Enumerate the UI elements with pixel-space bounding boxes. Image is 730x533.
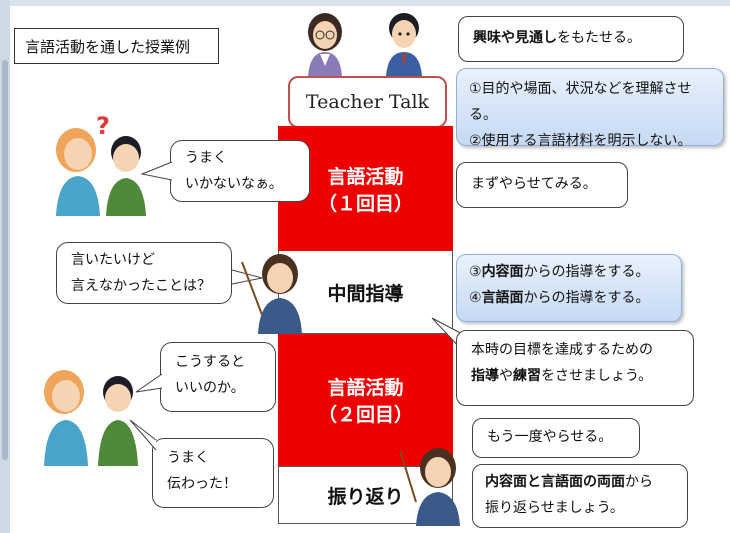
- guidance-line-2: ④言語面からの指導をする。: [469, 285, 669, 311]
- bubble1-tail: [140, 161, 173, 181]
- stage3-line2: （２回目）: [317, 404, 413, 426]
- blue-note-line-1: ①目的や場面、状況などを理解させる。: [469, 81, 692, 123]
- top-note-bold: 興味や見通し: [473, 30, 557, 46]
- stage2-note-mid: や: [499, 368, 513, 384]
- stage4-note-line-1: 内容面と言語面の両面から: [485, 469, 675, 495]
- stage4-note-line-2: 振り返らせましょう。: [485, 500, 624, 516]
- stage4-note: 内容面と言語面の両面から 振り返らせましょう。: [472, 464, 688, 528]
- stage2-note-bold-1: 指導: [471, 368, 499, 384]
- stage2-note-line-2: 指導や練習をさせましょう。: [471, 363, 679, 389]
- stage2-note-bold-2: 練習: [513, 368, 541, 384]
- left-scrollbar[interactable]: [0, 0, 10, 533]
- confused-students-illustration: ?: [56, 112, 146, 216]
- bubble1-line-1: うまく: [185, 150, 227, 166]
- teacher-talk-box: Teacher Talk: [288, 76, 447, 128]
- bubble2-line-1: 言いたいけど: [71, 252, 155, 268]
- diagram-title-text: 言語活動を通した授業例: [25, 37, 191, 56]
- teacher-talk-label: Teacher Talk: [305, 91, 430, 113]
- stage1-note-text: まずやらせてみる。: [471, 176, 597, 192]
- stage-intermediate-guidance: 中間指導: [278, 251, 453, 334]
- bubble-i-see: こうすると いいのか。: [160, 342, 276, 412]
- top-note: 興味や見通しをもたせる。: [458, 16, 684, 62]
- teacher-man-illustration: [386, 13, 422, 76]
- guidance-line-2-bold: 言語面: [481, 290, 524, 306]
- stage3-line1: 言語活動: [327, 377, 404, 399]
- stage-language-activity-2: 言語活動 （２回目）: [278, 334, 453, 466]
- happy-students-illustration: [44, 370, 138, 466]
- stage3-note-text: もう一度やらせる。: [487, 429, 613, 445]
- bubble2-line-2: 言えなかったことは？: [71, 278, 211, 294]
- bubble4-line-1: うまく: [167, 450, 209, 466]
- bubble-question: 言いたいけど 言えなかったことは？: [56, 242, 232, 304]
- svg-text:?: ?: [96, 112, 110, 140]
- stage1-line1: 言語活動: [327, 165, 404, 188]
- stage4-note-bold: 内容面と言語面の両面: [485, 474, 625, 490]
- stage1-line2: （１回目）: [317, 192, 413, 215]
- guidance-line-1-bold: 内容面: [481, 264, 524, 280]
- stage2-label: 中間指導: [327, 282, 404, 305]
- stage2-note-line-1: 本時の目標を達成するための: [471, 342, 653, 358]
- stage4-note-rest: から: [625, 474, 653, 490]
- bubble-got-across: うまく 伝わった！: [152, 438, 274, 508]
- teacher-reflection-illustration: [399, 448, 460, 526]
- blue-note-guidance: ③内容面からの指導をする。 ④言語面からの指導をする。: [456, 254, 682, 322]
- stage2-note-rest: をさせましょう。: [541, 368, 653, 384]
- guidance-line-2-rest: からの指導をする。: [523, 290, 650, 306]
- diagram-title: 言語活動を通した授業例: [14, 28, 219, 64]
- blue-note-line-2: ②使用する言語材料を明示しない。: [469, 133, 692, 149]
- bubble4-tail: [129, 419, 157, 451]
- blue-note-objectives: ①目的や場面、状況などを理解させる。 ②使用する言語材料を明示しない。: [456, 68, 724, 149]
- scrollbar-thumb[interactable]: [2, 60, 8, 460]
- bubble3-line-1: こうすると: [175, 354, 245, 370]
- guidance-line-1-rest: からの指導をする。: [523, 264, 650, 280]
- bubble-not-going-well: うまく いかないなぁ。: [170, 140, 310, 202]
- teacher-woman-illustration: [308, 13, 342, 76]
- stage4-label: 振り返り: [327, 485, 404, 508]
- teacher-pointer-illustration: [241, 254, 302, 334]
- stage3-note: もう一度やらせる。: [472, 418, 640, 458]
- top-note-rest: をもたせる。: [557, 30, 641, 46]
- bubble3-tail: [135, 373, 163, 393]
- bubble1-line-2: いかないなぁ。: [185, 176, 283, 192]
- stage1-note: まずやらせてみる。: [456, 162, 628, 208]
- guidance-line-1-prefix: ③: [469, 264, 482, 280]
- stage2-note: 本時の目標を達成するための 指導や練習をさせましょう。: [456, 330, 694, 406]
- bubble3-line-2: いいのか。: [175, 380, 245, 396]
- guidance-line-1: ③内容面からの指導をする。: [469, 259, 669, 285]
- bubble4-line-2: 伝わった！: [167, 476, 237, 492]
- guidance-line-2-prefix: ④: [469, 290, 482, 306]
